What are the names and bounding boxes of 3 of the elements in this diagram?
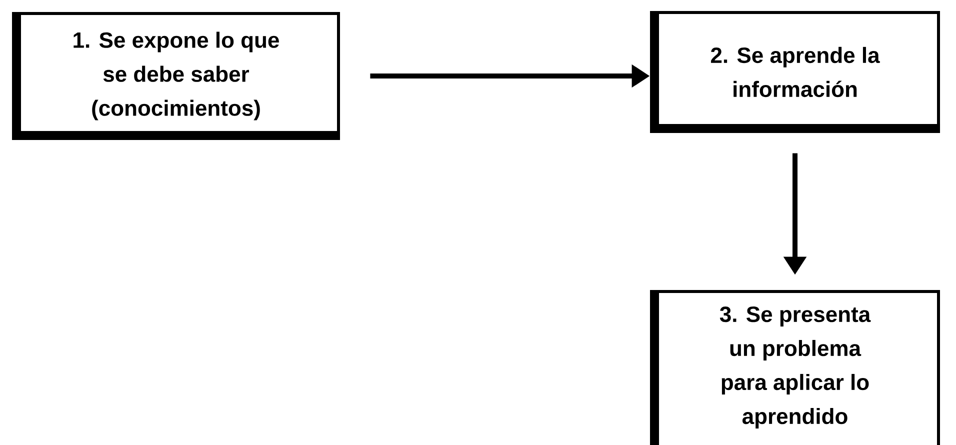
- process-box: 2. Se aprende la información: [650, 11, 940, 133]
- process-box: 1. Se expone lo que se debe saber (conocimientos): [12, 12, 340, 140]
- process-box: 3. Se presenta un problema para aplicar lo aprendido: [650, 290, 940, 445]
